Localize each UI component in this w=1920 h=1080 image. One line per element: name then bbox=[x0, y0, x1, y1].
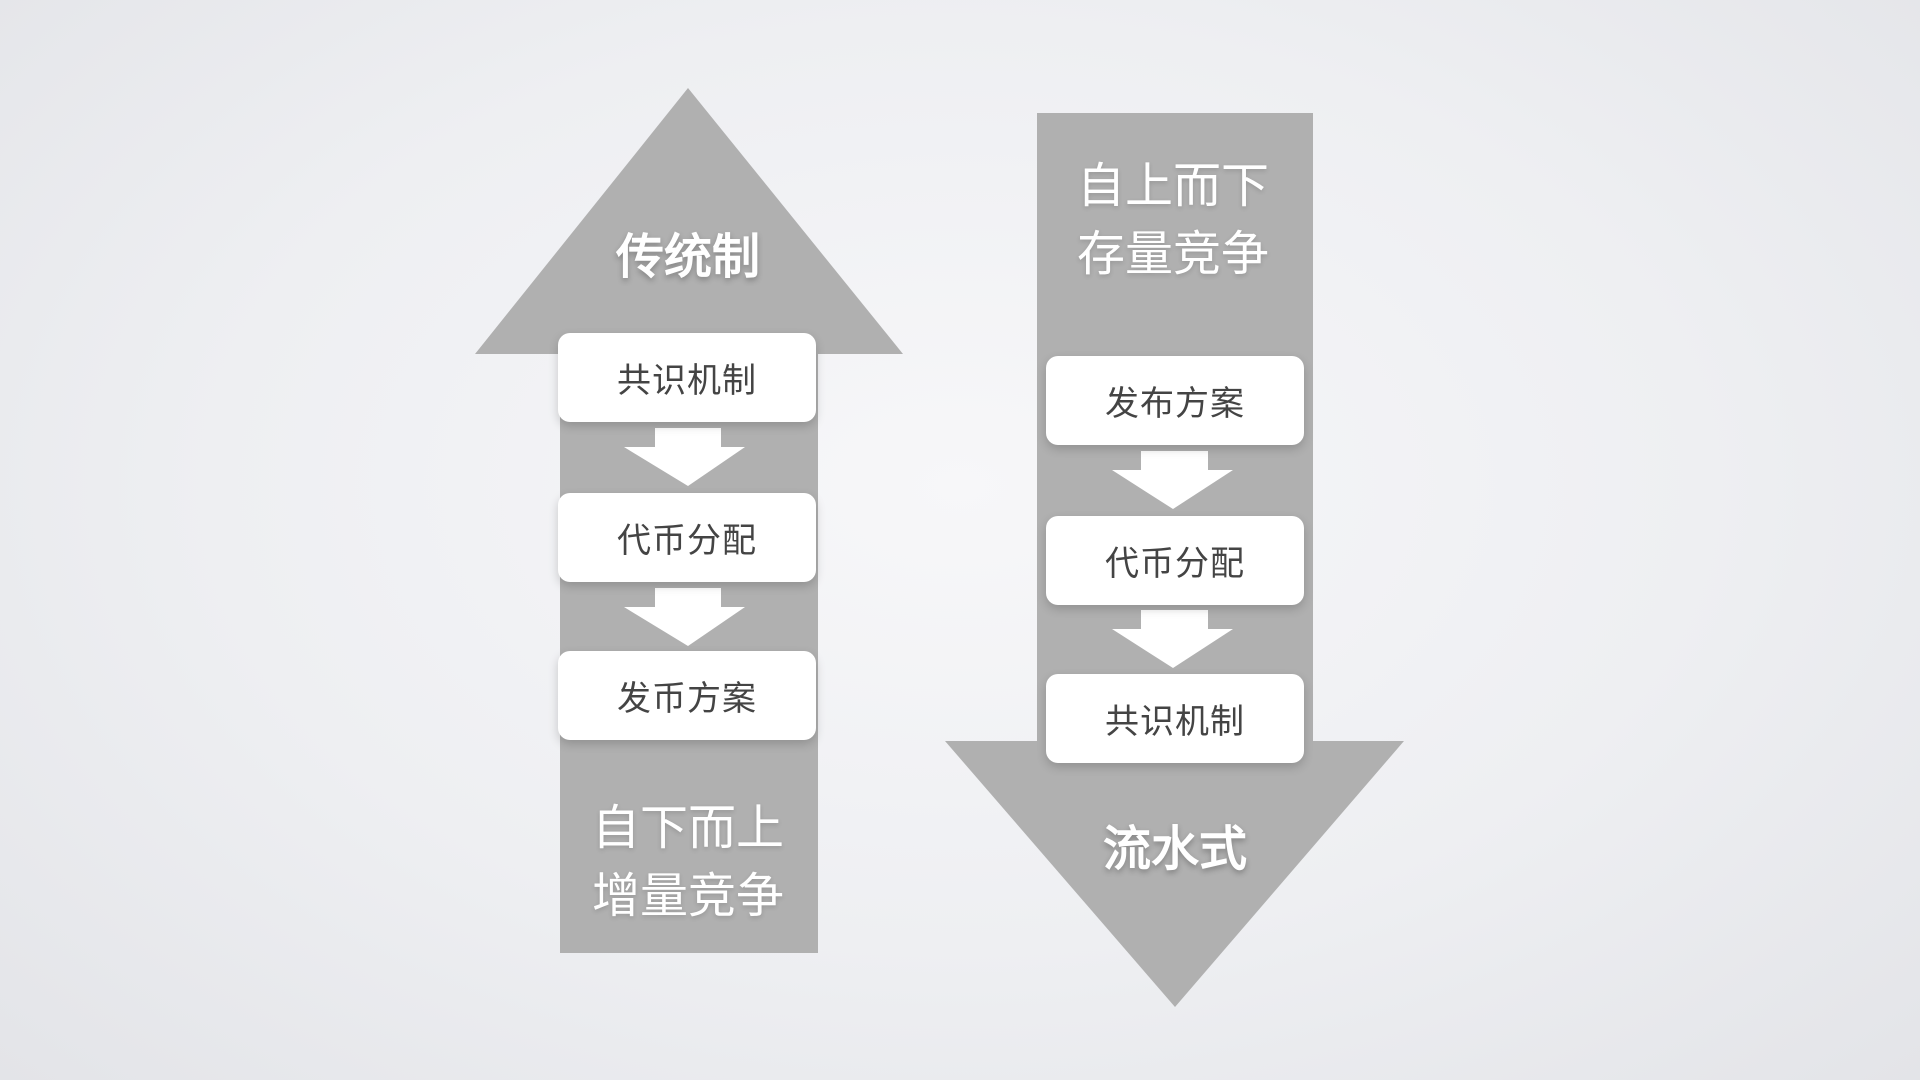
right-step-2: 代币分配 bbox=[1046, 516, 1304, 605]
left-caption-line1: 自下而上 bbox=[591, 800, 784, 856]
left-title: 传统制 bbox=[615, 229, 760, 285]
left-connector-2 bbox=[624, 588, 745, 646]
right-step-3: 共识机制 bbox=[1046, 674, 1304, 763]
right-title: 流水式 bbox=[1102, 821, 1247, 877]
right-connector-1 bbox=[1112, 451, 1233, 509]
right-step-connectors bbox=[1112, 451, 1233, 668]
left-caption: 自下而上 增量竞争 bbox=[538, 794, 838, 930]
right-caption: 自上而下 存量竞争 bbox=[1023, 152, 1323, 288]
down-arrow-head bbox=[945, 741, 1404, 1007]
left-step-1: 共识机制 bbox=[558, 333, 816, 422]
right-caption-line2: 存量竞争 bbox=[1076, 226, 1269, 282]
right-step-1: 发布方案 bbox=[1046, 356, 1304, 445]
left-step-3: 发币方案 bbox=[558, 651, 816, 740]
up-arrow-head bbox=[475, 88, 903, 354]
right-caption-line1: 自上而下 bbox=[1076, 158, 1269, 214]
right-connector-2 bbox=[1112, 610, 1233, 668]
left-connector-1 bbox=[624, 428, 745, 486]
left-step-2: 代币分配 bbox=[558, 493, 816, 582]
left-caption-line2: 增量竞争 bbox=[591, 868, 784, 924]
left-step-connectors bbox=[624, 428, 745, 646]
